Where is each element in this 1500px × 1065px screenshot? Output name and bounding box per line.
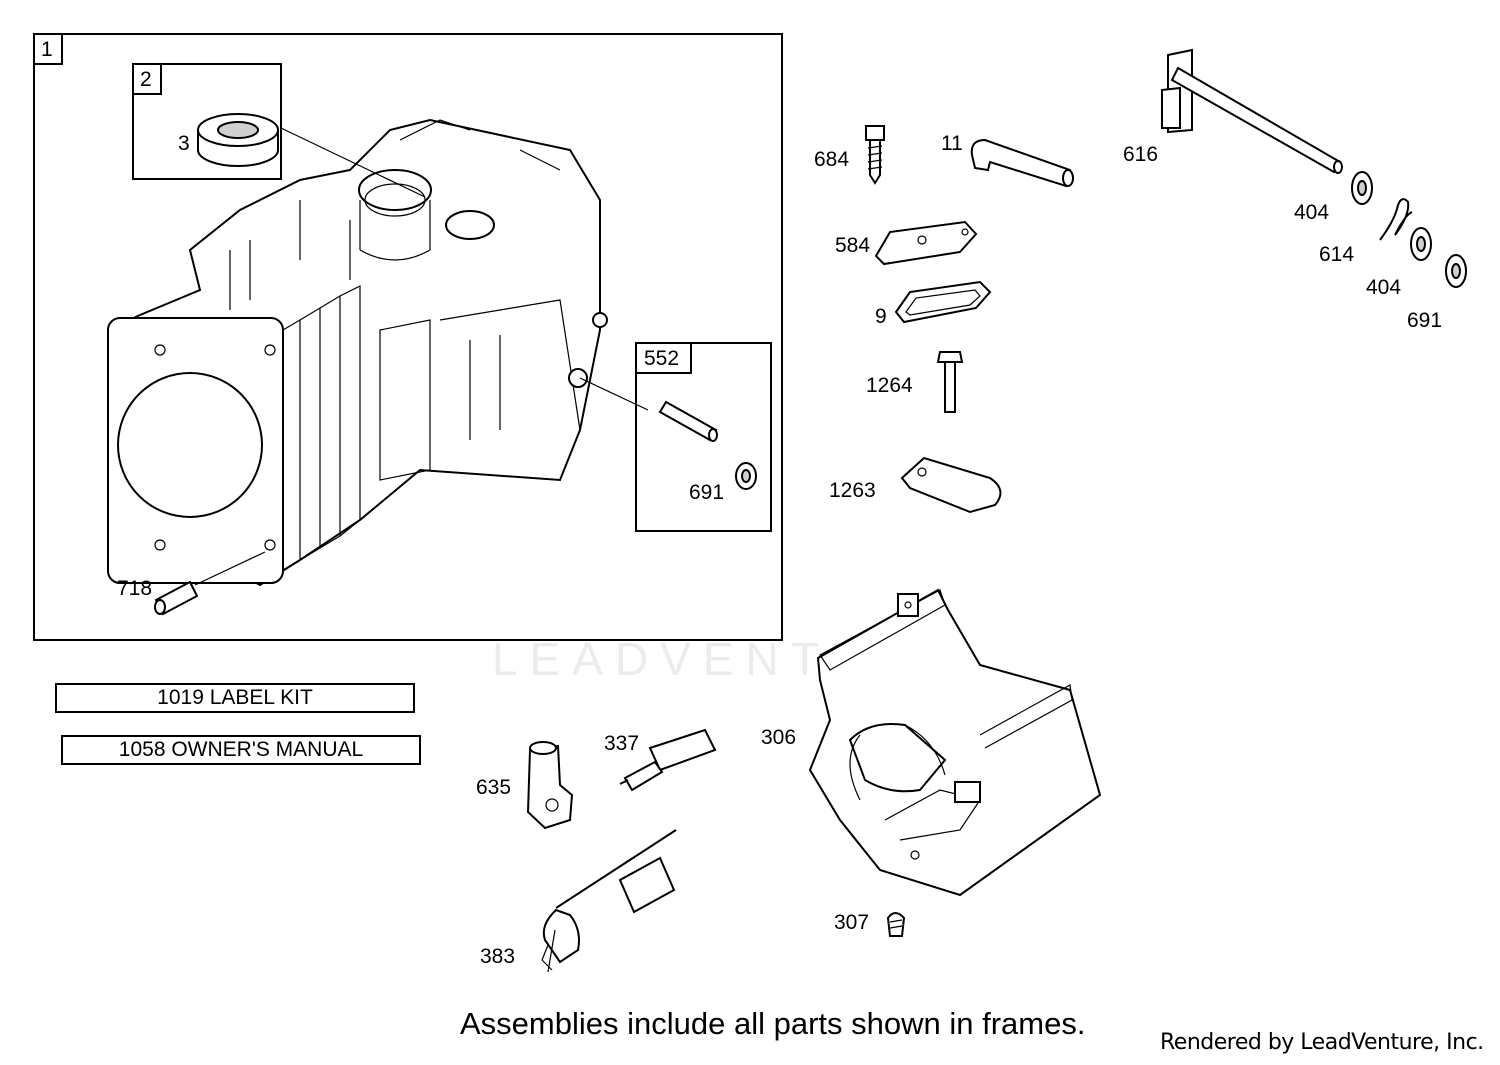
oil-seal-drawing [197, 113, 279, 167]
frame-number-1-box [33, 33, 63, 65]
plate-1263-drawing [900, 456, 1002, 514]
owners-manual-box: 1058 OWNER'S MANUAL [61, 735, 421, 765]
seal-691-drawing [735, 462, 757, 490]
callout-404-a: 404 [1294, 201, 1330, 224]
breather-tube-11-drawing [970, 138, 1074, 188]
render-credit: Rendered by LeadVenture, Inc. [1160, 1030, 1484, 1055]
ignition-lead-383-drawing [541, 829, 677, 973]
frame-assembly-1 [33, 33, 783, 641]
frame-assembly-2 [132, 63, 282, 180]
callout-614: 614 [1319, 243, 1355, 266]
callout-307: 307 [834, 911, 870, 934]
cylinder-block-drawing [107, 118, 608, 587]
breather-cover-584-drawing [874, 220, 978, 266]
leader-718 [194, 551, 266, 586]
frame-1-number: 1 [41, 38, 53, 61]
callout-3: 3 [178, 132, 190, 155]
callout-635: 635 [476, 776, 512, 799]
gasket-9-drawing [894, 280, 992, 324]
callout-11: 11 [941, 132, 963, 155]
washer-404-a-drawing [1351, 171, 1373, 205]
callout-306: 306 [761, 726, 797, 749]
dowel-pin-drawing [658, 400, 718, 442]
frame-552-number: 552 [644, 347, 680, 370]
frame-assembly-552 [635, 342, 772, 532]
blower-housing-306-drawing [808, 588, 1102, 897]
callout-691-frame: 691 [689, 481, 725, 504]
frame-2-number: 2 [140, 68, 152, 91]
callout-9: 9 [875, 305, 887, 328]
label-kit-box: 1019 LABEL KIT [55, 683, 415, 713]
screw-684-drawing [865, 125, 885, 185]
pin-614-drawing [1379, 198, 1413, 241]
frame-number-552-box [635, 342, 692, 374]
callout-404-b: 404 [1366, 276, 1402, 299]
spark-plug-337-drawing [619, 728, 717, 792]
washer-404-b-drawing [1410, 227, 1432, 261]
callout-616: 616 [1123, 143, 1159, 166]
leader-552 [579, 377, 649, 411]
callout-718: 718 [117, 577, 153, 600]
spark-plug-boot-635-drawing [526, 741, 574, 830]
callout-584: 584 [835, 234, 871, 257]
frame-number-2-box [132, 63, 162, 95]
callout-691: 691 [1407, 309, 1443, 332]
washer-691-drawing [1445, 254, 1467, 288]
callout-383: 383 [480, 945, 516, 968]
callout-1264: 1264 [866, 374, 913, 397]
bolt-1264-drawing [936, 351, 964, 413]
callout-337: 337 [604, 732, 640, 755]
callout-1263: 1263 [829, 479, 876, 502]
screw-307-drawing [886, 912, 906, 937]
footer-note: Assemblies include all parts shown in fr… [460, 1006, 1086, 1041]
shaft-616-drawing [1161, 48, 1343, 174]
dowel-718-drawing [154, 580, 199, 616]
leader-2 [280, 127, 426, 198]
callout-684: 684 [814, 148, 850, 171]
